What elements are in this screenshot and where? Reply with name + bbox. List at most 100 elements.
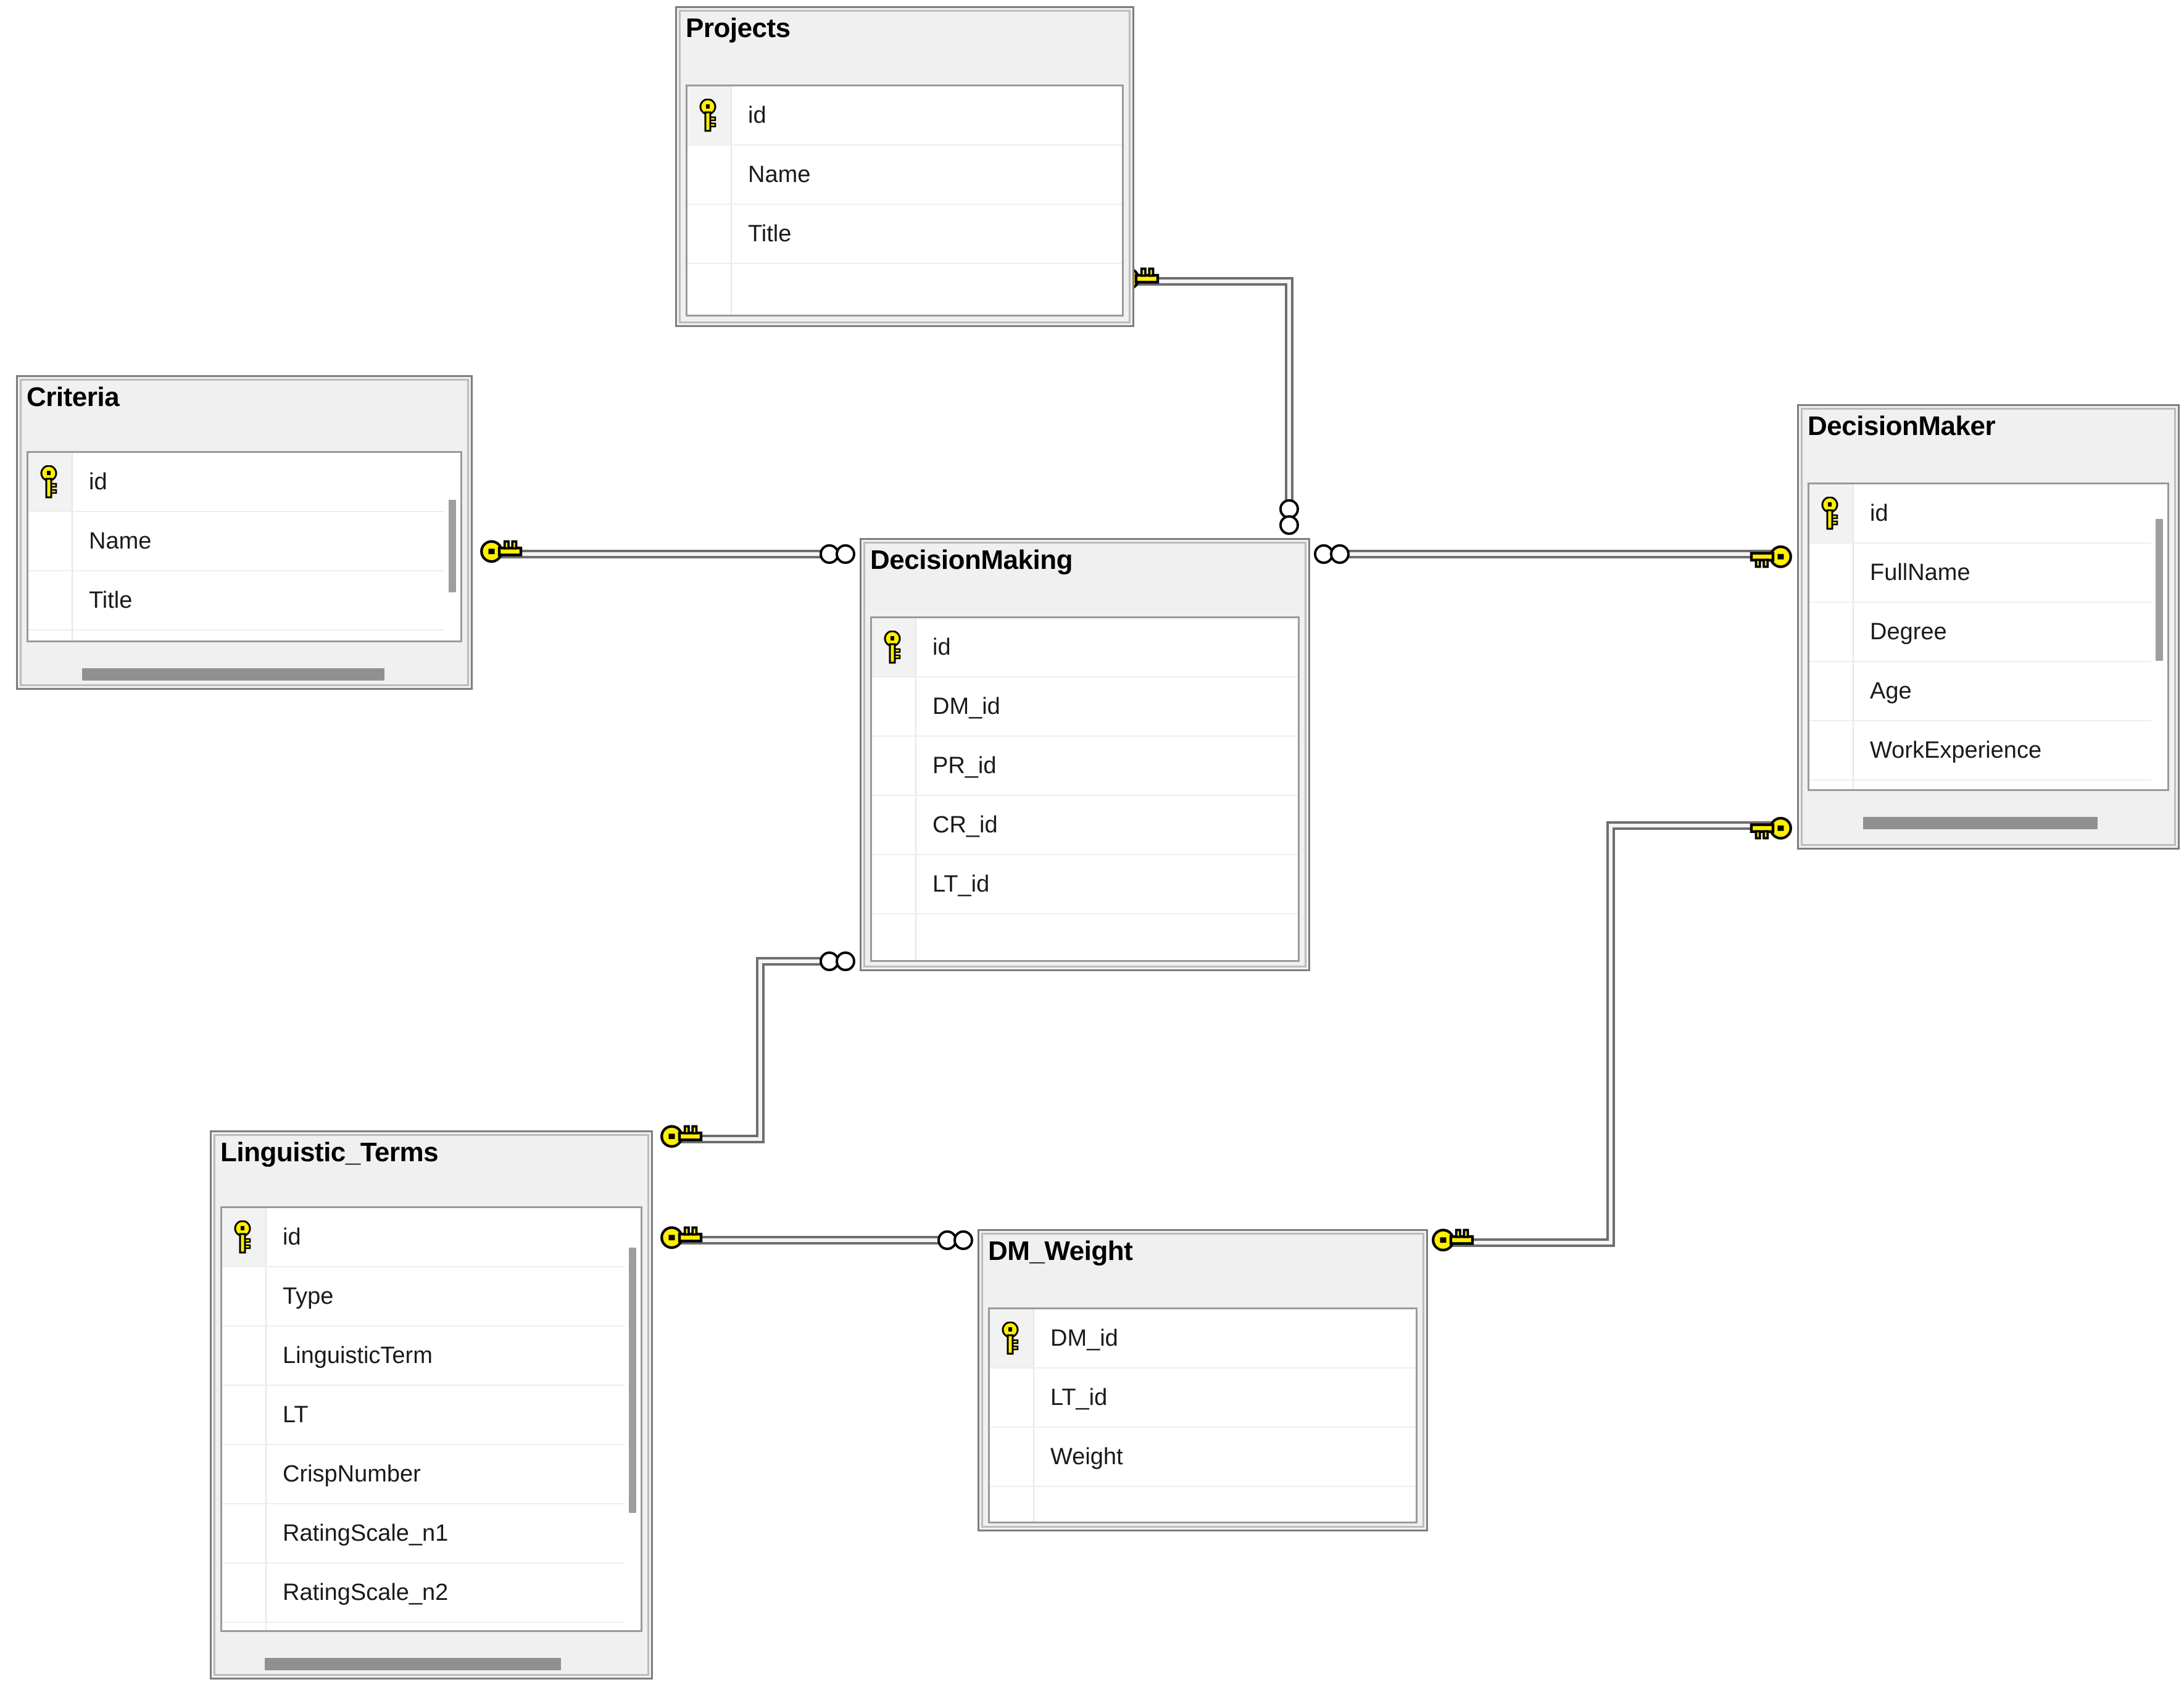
- horizontal-scrollbar[interactable]: [27, 668, 462, 684]
- key-icon: [234, 1220, 251, 1254]
- column-row[interactable]: id: [872, 618, 1298, 677]
- vertical-scrollbar[interactable]: [2151, 484, 2167, 789]
- column-row[interactable]: LT: [222, 1386, 625, 1445]
- column-name: id: [89, 468, 107, 495]
- horizontal-scrollbar-thumb[interactable]: [265, 1658, 561, 1670]
- column-row[interactable]: CrispNumber: [222, 1445, 625, 1504]
- empty-row[interactable]: [1809, 781, 2151, 789]
- column-row[interactable]: LT_id: [990, 1369, 1416, 1428]
- horizontal-scrollbar[interactable]: [1808, 817, 2169, 833]
- row-gutter: [687, 205, 732, 263]
- column-row[interactable]: RatingScale_n2: [222, 1564, 625, 1623]
- column-row[interactable]: RatingScale_n1: [222, 1504, 625, 1564]
- empty-row[interactable]: [990, 1487, 1416, 1522]
- key-icon: [480, 540, 523, 563]
- row-gutter: [222, 1386, 267, 1444]
- column-row[interactable]: Name: [28, 512, 444, 571]
- row-gutter: [222, 1504, 267, 1562]
- relationship-criteria-decisionmaking[interactable]: [480, 540, 855, 564]
- horizontal-scrollbar-thumb[interactable]: [1863, 817, 2098, 829]
- column-name: Name: [89, 528, 152, 554]
- entity-title: Criteria: [27, 382, 120, 412]
- relationship-decisionmaker-dm_weight[interactable]: [1432, 816, 1792, 1252]
- relationship-projects-decisionmaking[interactable]: [1117, 267, 1299, 535]
- column-row[interactable]: LT_id: [872, 855, 1298, 914]
- empty-row[interactable]: [222, 1623, 625, 1630]
- column-row[interactable]: LinguisticTerm: [222, 1327, 625, 1386]
- column-name: FullName: [1870, 559, 1970, 586]
- column-name: Type: [283, 1283, 334, 1309]
- column-name: CrispNumber: [283, 1460, 421, 1487]
- key-icon: [1821, 497, 1838, 530]
- relationship-linguistic_terms-dm_weight[interactable]: [660, 1226, 973, 1250]
- primary-key-gutter: [28, 453, 73, 511]
- row-gutter: [1809, 603, 1854, 661]
- column-name: LT: [283, 1401, 309, 1428]
- relationship-decisionmaking-decisionmaker[interactable]: [1314, 544, 1792, 568]
- column-row[interactable]: PR_id: [872, 737, 1298, 796]
- primary-key-gutter: [1809, 484, 1854, 542]
- vertical-scrollbar[interactable]: [444, 453, 460, 640]
- row-gutter: [222, 1564, 267, 1622]
- vertical-scrollbar[interactable]: [625, 1208, 641, 1630]
- row-gutter: [990, 1487, 1034, 1522]
- horizontal-scrollbar[interactable]: [220, 1658, 642, 1674]
- column-name: Degree: [1870, 618, 1947, 645]
- column-name: Age: [1870, 677, 1912, 704]
- column-row[interactable]: WorkExperience: [1809, 721, 2151, 781]
- row-gutter: [28, 571, 73, 629]
- empty-row[interactable]: [687, 264, 1122, 315]
- vertical-scrollbar-thumb[interactable]: [629, 1248, 636, 1513]
- column-row[interactable]: id: [1809, 484, 2151, 544]
- horizontal-scrollbar-thumb[interactable]: [82, 668, 384, 681]
- column-name: LinguisticTerm: [283, 1342, 433, 1369]
- key-icon: [1002, 1322, 1019, 1355]
- row-gutter: [872, 796, 916, 854]
- vertical-scrollbar-thumb[interactable]: [2156, 519, 2163, 661]
- column-name: CR_id: [932, 811, 998, 838]
- entity-title: DM_Weight: [988, 1236, 1133, 1266]
- column-row[interactable]: Name: [687, 146, 1122, 205]
- column-row[interactable]: Title: [687, 205, 1122, 264]
- column-row[interactable]: FullName: [1809, 544, 2151, 603]
- column-row[interactable]: Type: [222, 1267, 625, 1327]
- many-infinity-icon: [1279, 499, 1299, 535]
- primary-key-gutter: [222, 1208, 267, 1266]
- column-row[interactable]: DM_id: [872, 677, 1298, 737]
- column-row[interactable]: id: [222, 1208, 625, 1267]
- row-gutter: [872, 914, 916, 960]
- relationship-linguistic_terms-decisionmaking[interactable]: [660, 951, 855, 1148]
- entity-title: DecisionMaker: [1808, 411, 1996, 441]
- column-name: PR_id: [932, 752, 997, 779]
- vertical-scrollbar-thumb[interactable]: [449, 500, 456, 592]
- column-row[interactable]: id: [687, 86, 1122, 146]
- column-row[interactable]: id: [28, 453, 444, 512]
- column-name: Weight: [1050, 1443, 1123, 1470]
- empty-row[interactable]: [872, 914, 1298, 960]
- column-name: LT_id: [932, 871, 990, 897]
- column-row[interactable]: Degree: [1809, 603, 2151, 662]
- empty-row[interactable]: [28, 631, 444, 640]
- column-row[interactable]: Title: [28, 571, 444, 631]
- column-row[interactable]: DM_id: [990, 1309, 1416, 1369]
- row-gutter: [990, 1369, 1034, 1427]
- column-name: id: [932, 634, 951, 660]
- key-icon: [1750, 816, 1792, 840]
- column-row[interactable]: CR_id: [872, 796, 1298, 855]
- primary-key-gutter: [990, 1309, 1034, 1367]
- column-row[interactable]: Weight: [990, 1428, 1416, 1487]
- column-row[interactable]: Age: [1809, 662, 2151, 721]
- row-gutter: [222, 1623, 267, 1630]
